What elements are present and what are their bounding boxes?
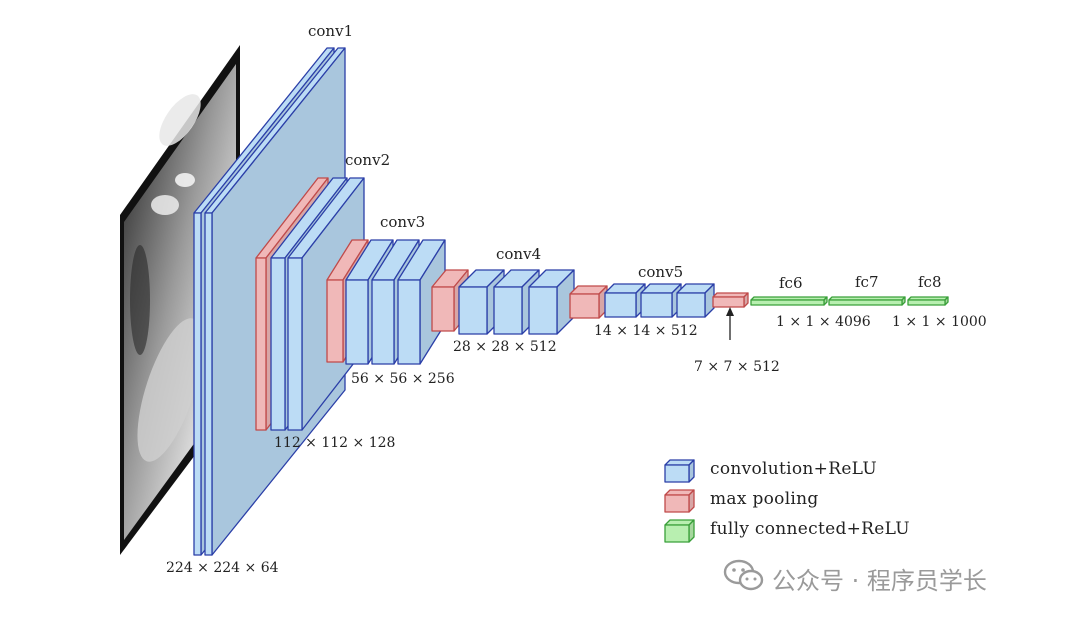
block-fc8 (907, 296, 949, 306)
block-conv5-a (604, 283, 646, 318)
label-fc7: fc7 (855, 273, 879, 291)
block-pool4 (569, 285, 608, 319)
legend-item-convolution: convolution+ReLU (663, 456, 1003, 486)
legend-item-max-pooling: max pooling (663, 486, 1003, 516)
legend-label-convolution: convolution+ReLU (710, 459, 877, 479)
block-conv5-b (640, 283, 682, 318)
legend-swatch-convolution (664, 459, 695, 483)
legend-swatch-fully-connected (664, 519, 695, 543)
label-conv3: conv3 (380, 213, 426, 231)
label-conv2: conv2 (345, 151, 391, 169)
block-pool5 (712, 292, 749, 308)
layer-blocks (193, 47, 949, 556)
dim-fc7: 1 × 1 × 4096 (776, 314, 871, 330)
pool5-arrow (726, 307, 734, 340)
legend-swatch-max-pooling (664, 489, 695, 513)
legend-label-max-pooling: max pooling (710, 489, 819, 509)
dim-conv5: 14 × 14 × 512 (594, 323, 698, 339)
block-fc6 (750, 296, 828, 306)
legend-label-fully-connected: fully connected+ReLU (710, 519, 910, 539)
dim-conv3: 56 × 56 × 256 (351, 371, 455, 387)
dim-conv4: 28 × 28 × 512 (453, 339, 557, 355)
dim-conv1: 224 × 224 × 64 (166, 560, 279, 576)
label-conv5: conv5 (638, 263, 684, 281)
label-fc8: fc8 (918, 273, 942, 291)
block-fc7 (828, 296, 906, 306)
legend-cube-fc (664, 519, 695, 543)
dim-fc8: 1 × 1 × 1000 (892, 314, 987, 330)
wechat-icon (723, 559, 764, 591)
block-conv5-c (676, 283, 715, 318)
watermark-text: 公众号 · 程序员学长 (772, 567, 987, 595)
label-conv1: conv1 (308, 22, 354, 40)
dim-pool5: 7 × 7 × 512 (694, 359, 780, 375)
dim-conv2: 112 × 112 × 128 (274, 435, 396, 451)
label-fc6: fc6 (779, 274, 803, 292)
legend-cube-conv (664, 459, 695, 483)
watermark: 公众号 · 程序员学长 (722, 557, 1052, 595)
legend-item-fully-connected: fully connected+ReLU (663, 516, 1003, 546)
legend-cube-pool (664, 489, 695, 513)
block-conv4-c (528, 269, 575, 335)
label-conv4: conv4 (496, 245, 542, 263)
